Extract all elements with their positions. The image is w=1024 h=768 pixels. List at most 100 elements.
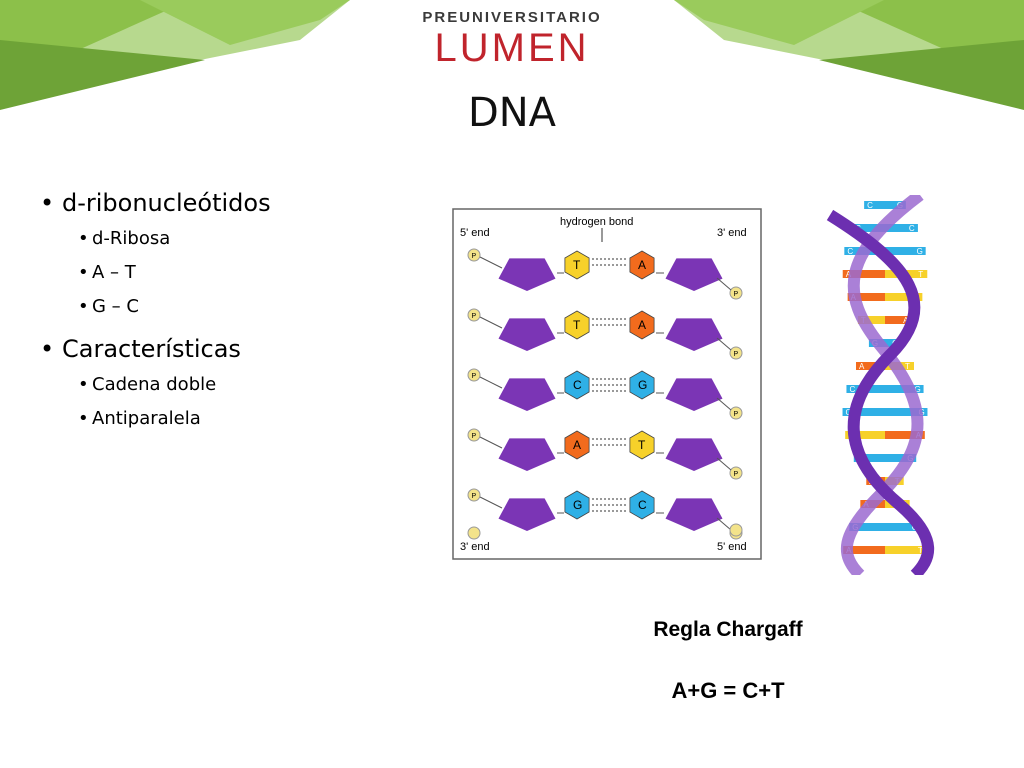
label-bottom-right: 5' end	[717, 541, 747, 553]
base-left	[564, 250, 590, 280]
sugar-left	[498, 438, 556, 471]
helix-rung-right	[885, 293, 923, 301]
phosphate-label: P	[734, 471, 739, 478]
sugar-left	[498, 258, 556, 291]
logo: PREUNIVERSITARIO LUMEN	[0, 9, 1024, 70]
base-right	[629, 310, 655, 340]
sub-bullet-item: A – T	[78, 256, 271, 290]
helix-rung-right	[885, 523, 921, 531]
chargaff-rule-equation: A+G = C+T	[671, 678, 785, 703]
helix-rung-right	[885, 546, 927, 554]
helix-rung-right	[885, 316, 913, 324]
helix-base-label: T	[918, 546, 923, 555]
label-top-left: 5' end	[460, 227, 490, 239]
phosphate-label: P	[472, 493, 477, 500]
backbone-link	[479, 256, 503, 269]
backbone-link	[479, 376, 503, 389]
backbone-link	[716, 457, 732, 471]
helix-rung-left	[852, 224, 885, 232]
base-right	[629, 370, 655, 400]
base-left	[564, 310, 590, 340]
logo-line2: LUMEN	[434, 26, 590, 70]
phosphate-label: P	[734, 351, 739, 358]
base-left-label: A	[573, 438, 581, 452]
base-left	[564, 370, 590, 400]
sub-bullet-item: G – C	[78, 290, 271, 324]
sub-bullet-item: d-Ribosa	[78, 222, 271, 256]
base-right-label: T	[638, 438, 646, 452]
phosphate-left	[467, 428, 481, 442]
phosphate-right	[729, 466, 743, 480]
helix-base-label: T	[918, 270, 923, 279]
bullet-item: d-ribonucleótidos d-Ribosa A – T G – C	[40, 186, 271, 324]
helix-rung-left	[864, 201, 885, 209]
helix-base-label: G	[915, 385, 921, 394]
helix-rung-left	[853, 454, 885, 462]
helix-rung-left	[847, 293, 885, 301]
phosphate-left	[467, 308, 481, 322]
phosphate-label: P	[472, 253, 477, 260]
phosphate-label: P	[472, 313, 477, 320]
backbone-link	[479, 436, 503, 449]
phosphate-label: P	[734, 291, 739, 298]
helix-strand-front	[826, 209, 935, 575]
base-right-label: A	[638, 258, 646, 272]
sugar-right	[665, 318, 723, 351]
label-bottom-left: 3' end	[460, 541, 490, 553]
phosphate-label: P	[472, 373, 477, 380]
chargaff-rule-title: Regla Chargaff	[653, 618, 803, 641]
backbone-link	[716, 277, 732, 291]
helix-rung-left	[843, 546, 885, 554]
phosphate-right	[729, 346, 743, 360]
sub-bullet-list: Cadena doble Antiparalela	[78, 368, 271, 436]
base-right	[629, 430, 655, 460]
sugar-left	[498, 378, 556, 411]
base-right-label: A	[638, 318, 646, 332]
helix-rung-left	[842, 270, 885, 278]
bullet-label: d-ribonucleótidos	[40, 189, 271, 217]
bullet-item: Características Cadena doble Antiparalel…	[40, 332, 271, 436]
phosphate-label: P	[472, 433, 477, 440]
sub-bullet-item: Cadena doble	[78, 368, 271, 402]
slide-title: DNA	[467, 90, 557, 136]
helix-rung-right	[885, 454, 917, 462]
phosphate-right	[729, 523, 743, 537]
base-left-label: C	[573, 378, 582, 392]
base-right	[629, 250, 655, 280]
backbone-link	[716, 337, 732, 351]
dna-structure-diagram: 5' end 3' end hydrogen bond 3' end 5' en…	[452, 208, 762, 560]
phosphate-left	[467, 248, 481, 262]
label-top-right: 3' end	[717, 227, 747, 239]
sugar-right	[665, 438, 723, 471]
phosphate-right	[729, 286, 743, 300]
helix-rung-right	[885, 431, 925, 439]
base-left-label: G	[573, 498, 582, 512]
helix-base-label: A	[846, 270, 852, 279]
phosphate-left	[467, 526, 481, 540]
sub-bullet-item: Antiparalela	[78, 402, 271, 436]
sugar-right	[665, 258, 723, 291]
base-right	[629, 490, 655, 520]
base-left-label: T	[573, 318, 581, 332]
sugar-left	[498, 318, 556, 351]
helix-rung-left	[842, 408, 885, 416]
sub-bullet-list: d-Ribosa A – T G – C	[78, 222, 271, 324]
helix-base-label: C	[909, 224, 915, 233]
helix-rung-right	[885, 408, 928, 416]
helix-base-label: C	[867, 201, 873, 210]
helix-rung-right	[885, 201, 906, 209]
phosphate-label: P	[734, 411, 739, 418]
sugar-right	[665, 498, 723, 531]
helix-base-label: C	[846, 408, 852, 417]
backbone-link	[479, 316, 503, 329]
base-right-label: C	[638, 498, 647, 512]
helix-strand-back	[841, 195, 924, 575]
base-right-label: G	[638, 378, 647, 392]
sugar-left	[498, 498, 556, 531]
helix-rung-right	[885, 247, 926, 255]
logo-line1: PREUNIVERSITARIO	[422, 9, 602, 26]
label-hydrogen-bond: hydrogen bond	[560, 216, 633, 228]
bullet-list: d-ribonucleótidos d-Ribosa A – T G – C C…	[40, 186, 271, 444]
backbone-link	[716, 397, 732, 411]
